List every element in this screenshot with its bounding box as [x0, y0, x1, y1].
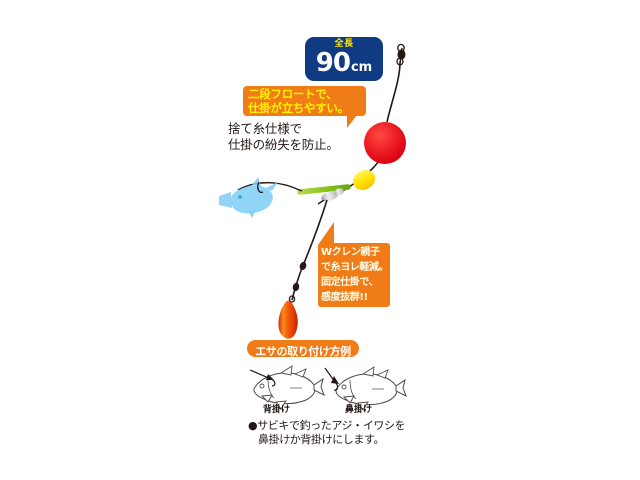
- callout-top-tail: [347, 115, 357, 128]
- yellow-oval-float: [352, 170, 376, 190]
- red-round-float: [364, 122, 406, 164]
- callout-top-line-2: 仕掛が立ちやすい。: [248, 101, 349, 115]
- bait-fish-on-hook: [219, 177, 278, 218]
- w-swivel-icon: [317, 188, 344, 205]
- callout-top-line-1: 二段フロートで、: [248, 87, 338, 101]
- total-length-label: 全長: [334, 39, 354, 49]
- callout-top-floats: 二段フロートで、 仕掛が立ちやすい。: [243, 86, 366, 116]
- total-length-value-row: 90cm: [305, 49, 383, 82]
- teardrop-sinker: [278, 300, 298, 339]
- callout-middle-tail: [318, 222, 334, 245]
- total-length-badge: 全長 90cm: [305, 37, 383, 81]
- total-length-value: 90: [315, 48, 351, 78]
- note-top-line-2: 仕掛の紛失を防止。: [228, 137, 339, 152]
- bait-example-label-nose: 鼻掛け: [345, 405, 373, 415]
- callout-middle-line-1: Wクレン親子: [321, 247, 380, 258]
- bait-section-heading: エサの取り付け方例: [247, 340, 359, 358]
- note-sacrificial-line: 捨て糸仕様で 仕掛の紛失を防止。: [228, 121, 358, 153]
- top-swivel-icon: [396, 43, 406, 66]
- bait-note-line-2: 鼻掛けか背掛けにします。: [258, 433, 385, 446]
- bait-section-note: ●サビキで釣ったアジ・イワシを 鼻掛けか背掛けにします。: [248, 419, 418, 447]
- bait-example-label-back: 背掛け: [263, 405, 291, 415]
- callout-middle-line-2: で糸ヨレ軽減。: [321, 262, 389, 273]
- callout-middle-line-4: 感度抜群!!: [321, 292, 368, 303]
- bait-section-heading-label: エサの取り付け方例: [255, 345, 351, 358]
- total-length-unit: cm: [350, 60, 373, 75]
- fish-nose-hook-icon: [324, 366, 407, 411]
- green-sleeve: [297, 184, 351, 195]
- branch-line: [237, 182, 303, 192]
- fish-back-hook-icon: [249, 365, 325, 410]
- callout-middle-line-3: 固定仕掛で、: [321, 277, 379, 288]
- callout-middle-w-swivel: Wクレン親子 で糸ヨレ軽減。 固定仕掛で、 感度抜群!!: [318, 243, 390, 307]
- sinker-line: [288, 199, 328, 303]
- bait-note-line-1: ●サビキで釣ったアジ・イワシを: [248, 419, 406, 432]
- note-top-line-1: 捨て糸仕様で: [228, 121, 302, 136]
